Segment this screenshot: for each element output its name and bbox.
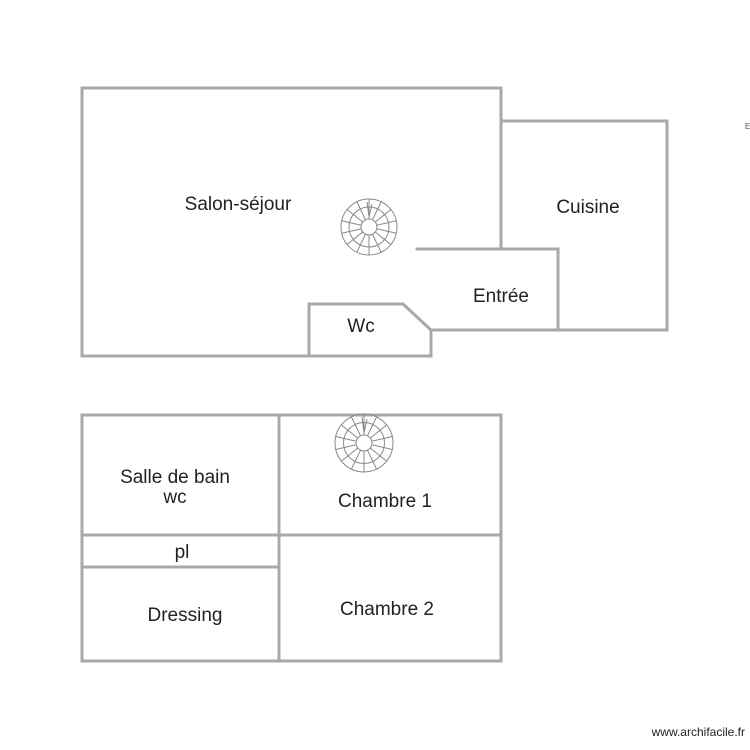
stair-step [374,209,392,223]
ground-floor [80,86,669,358]
room-label-cuisine: Cuisine [556,197,619,218]
stair-step [376,228,397,234]
stair-step [369,424,387,439]
stair-step [367,416,378,437]
room-label-salle-de-bain-wc: wc [162,487,186,508]
room-label-placard: pl [175,542,190,563]
stair-step [356,201,366,221]
upper-floor [80,413,503,663]
cuisine-wall [499,119,669,332]
room-label-chambre1: Chambre 1 [338,491,432,512]
room-label-entree: Entrée [473,286,529,307]
stair-step [371,436,393,442]
stair-step [341,220,362,226]
room-label-chambre2: Chambre 2 [340,599,434,620]
stair-step [341,447,359,462]
stair-step [350,449,361,470]
stair-inner-ring [360,218,378,236]
room-label-dressing: Dressing [148,605,223,626]
stair-step [376,220,397,226]
stair-arrow [366,201,373,218]
stair-step [367,449,378,470]
room-label-salle-de-bain: Salle de bain [120,467,230,488]
wc-wall [307,302,433,358]
room-label-salon: Salon-séjour [185,194,292,215]
stair-step [335,436,357,442]
watermark: www.archifacile.fr [651,725,745,739]
stair-step [372,233,382,253]
stair-step [371,444,393,450]
stair-step [346,231,364,245]
room-label-wc: Wc [347,316,374,337]
stair-inner-ring [355,434,373,452]
spiral-staircase-icon [340,198,398,256]
stair-step [372,201,382,221]
stair-step [335,444,357,450]
stair-step [374,231,392,245]
stair-step [369,447,387,462]
stair-step [356,233,366,253]
stair-step [350,416,361,437]
stair-step [341,424,359,439]
spiral-staircase-icon [334,413,394,473]
stair-step [346,209,364,223]
stair-arrow [361,416,368,434]
upper-floor-outline [80,413,503,663]
stair-step [341,228,362,234]
salon-wall [80,86,503,358]
edge-mark: E [745,122,750,131]
entree-wall [429,247,560,332]
